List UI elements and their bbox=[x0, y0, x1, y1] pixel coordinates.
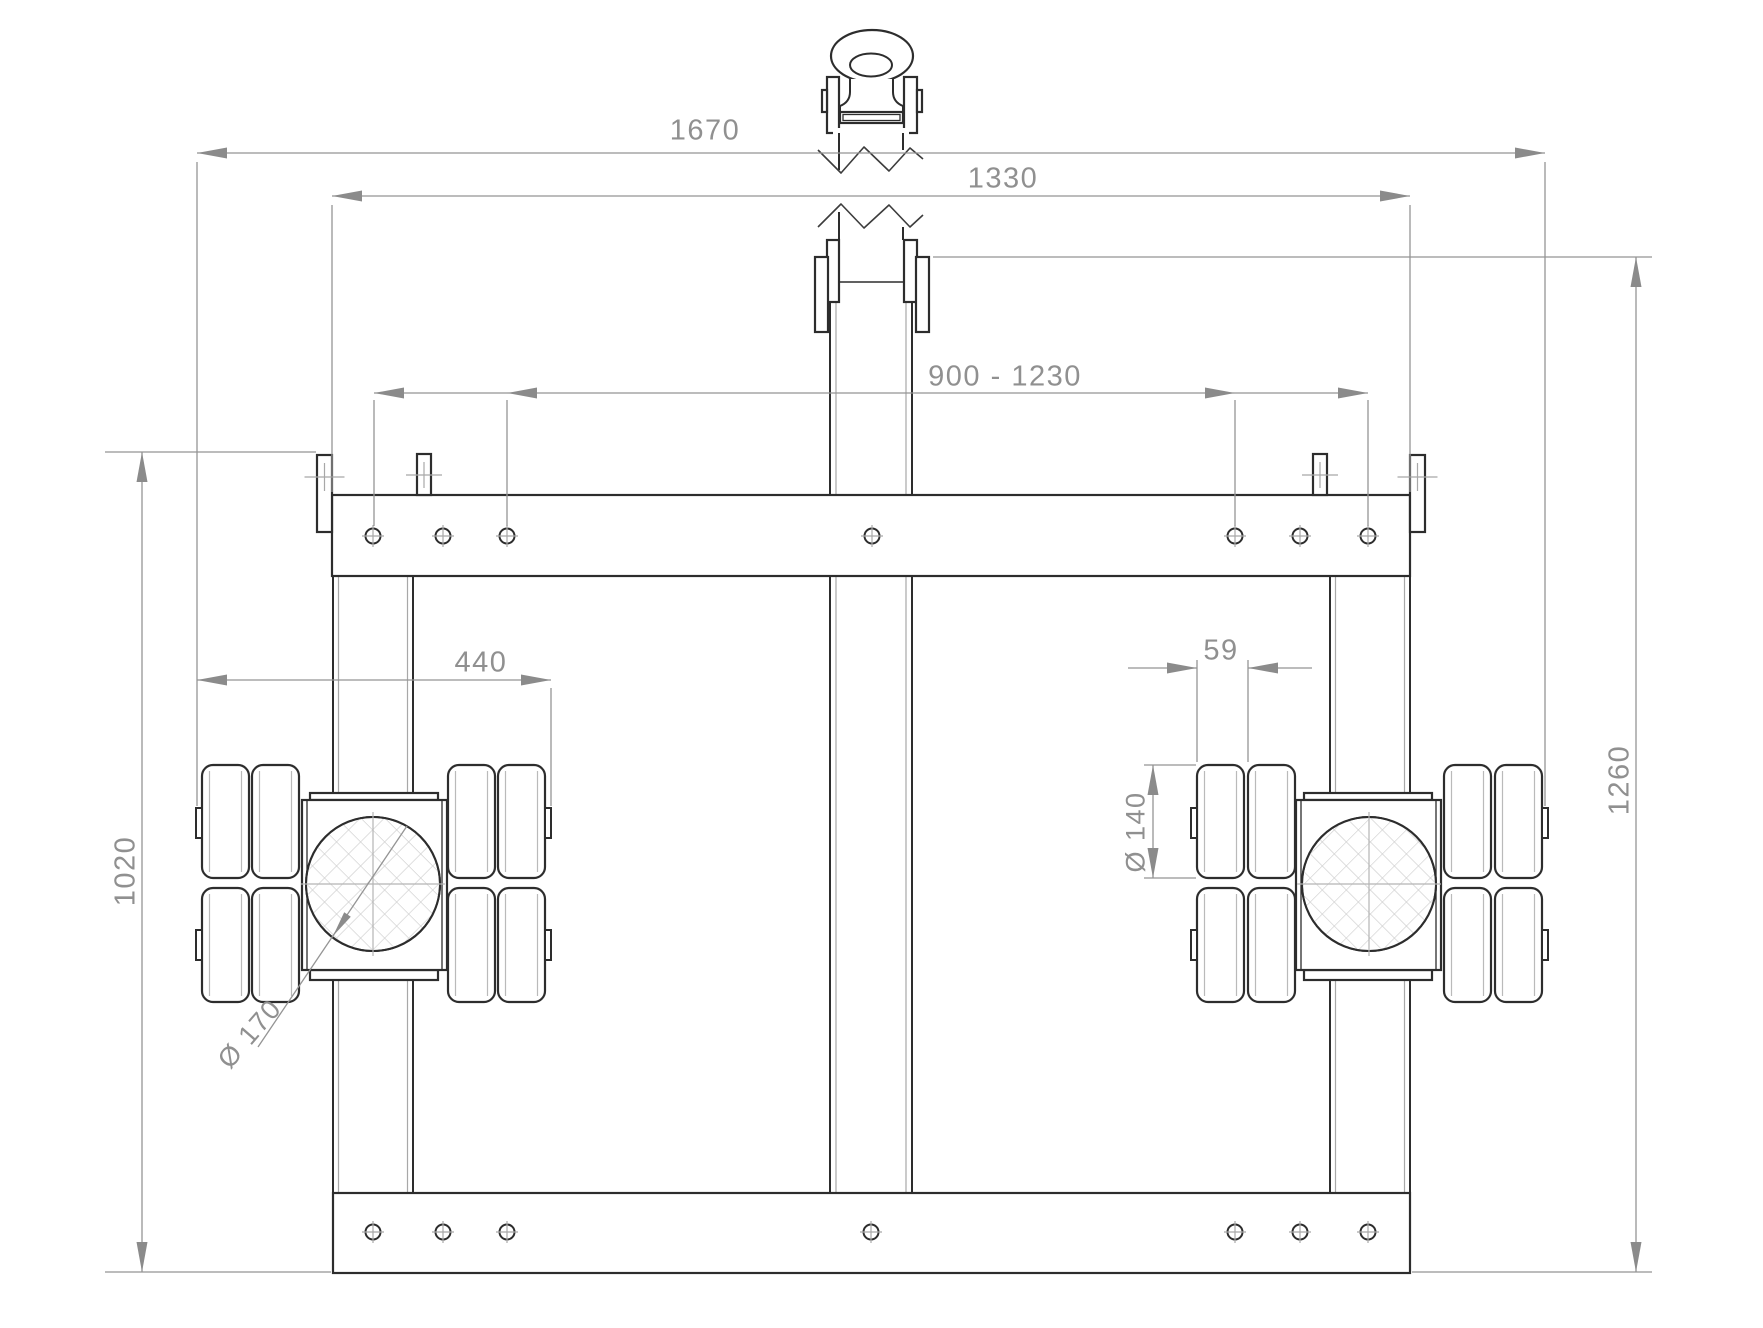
dimension-label-wheel-diameter: Ø 140 bbox=[1120, 791, 1151, 873]
dimension-label-frame-height: 1020 bbox=[109, 835, 142, 907]
dimension-label-adjustable-span: 900 - 1230 bbox=[928, 360, 1082, 393]
dimension-label-overall-height: 1260 bbox=[1603, 744, 1636, 816]
telescopic-drawbar-tube bbox=[829, 300, 913, 1193]
dimension-label-bogie-width: 440 bbox=[454, 646, 508, 679]
dimension-label-wheel-offset: 59 bbox=[1203, 634, 1239, 667]
frame-side-rails bbox=[332, 576, 1411, 1193]
dimension-label-beam-width: 1330 bbox=[967, 162, 1039, 195]
dimension-annotations bbox=[105, 147, 1652, 1273]
cross-beams bbox=[304, 452, 1438, 1275]
dimension-label-overall-width: 1670 bbox=[669, 114, 741, 147]
wheel-bogies bbox=[195, 763, 1549, 1004]
towing-eye-coupling bbox=[813, 28, 931, 334]
